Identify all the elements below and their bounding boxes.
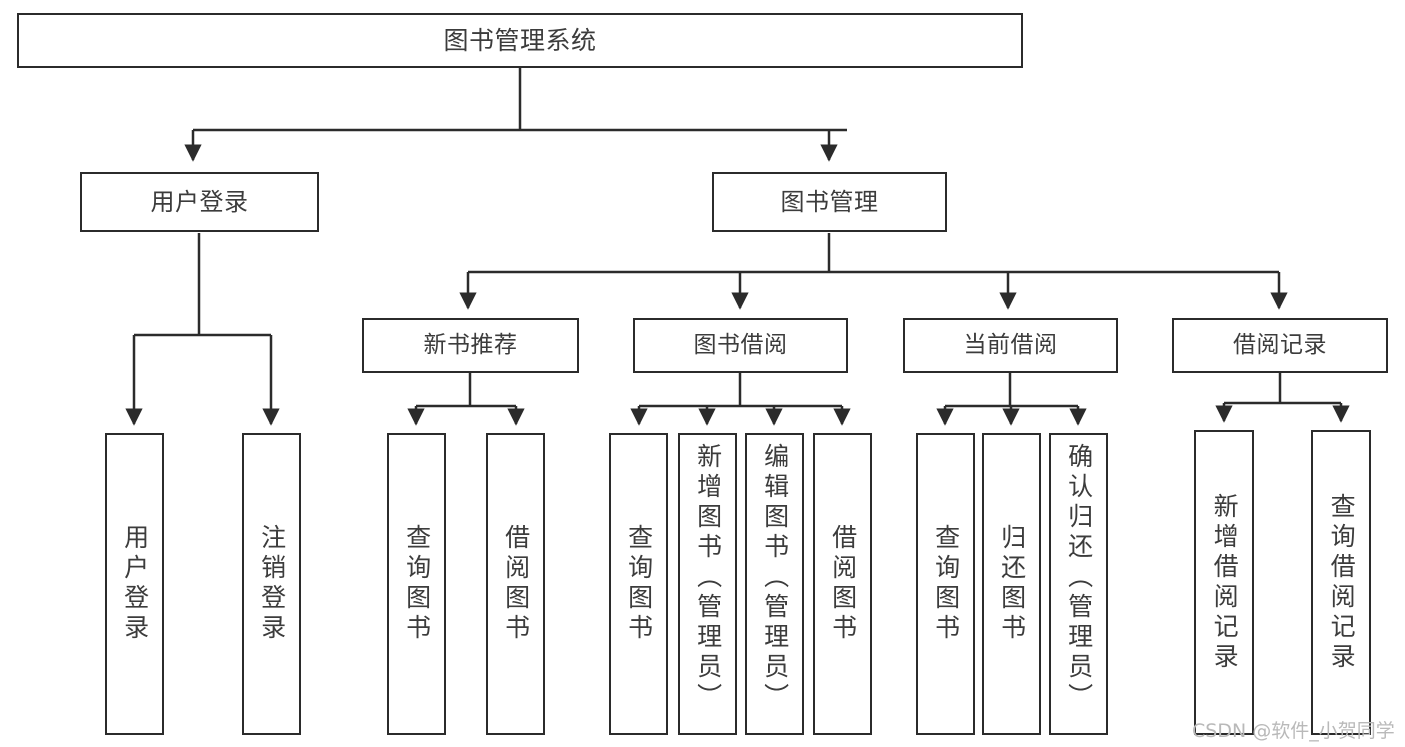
leaf-return-book[interactable]: 归还图书	[982, 433, 1041, 735]
leaf-return-book-label: 归还图书	[997, 524, 1027, 644]
node-current-borrow-label: 当前借阅	[963, 332, 1058, 359]
leaf-edit-book-admin[interactable]: 编辑图书（管理员）	[745, 433, 804, 735]
node-book-borrow[interactable]: 图书借阅	[633, 318, 848, 373]
node-book-management[interactable]: 图书管理	[712, 172, 947, 232]
node-borrow-record[interactable]: 借阅记录	[1172, 318, 1388, 373]
leaf-query-book-current-label: 查询图书	[931, 524, 961, 644]
node-new-book-recommend-label: 新书推荐	[423, 332, 518, 359]
node-book-management-label: 图书管理	[780, 188, 879, 216]
leaf-add-book-admin-label: 新增图书（管理员）	[693, 443, 723, 713]
leaf-query-book-label: 查询图书	[624, 524, 654, 644]
node-user-login-label: 用户登录	[150, 188, 249, 216]
leaf-query-book[interactable]: 查询图书	[609, 433, 668, 735]
leaf-add-book-admin[interactable]: 新增图书（管理员）	[678, 433, 737, 735]
leaf-borrow-book[interactable]: 借阅图书	[813, 433, 872, 735]
node-root[interactable]: 图书管理系统	[17, 13, 1023, 68]
leaf-logout-label: 注销登录	[257, 524, 287, 644]
node-root-label: 图书管理系统	[443, 25, 597, 55]
leaf-confirm-return-admin[interactable]: 确认归还（管理员）	[1049, 433, 1108, 735]
leaf-query-borrow-record-label: 查询借阅记录	[1327, 492, 1357, 673]
node-book-borrow-label: 图书借阅	[693, 332, 788, 359]
leaf-edit-book-admin-label: 编辑图书（管理员）	[760, 443, 790, 713]
node-user-login[interactable]: 用户登录	[80, 172, 319, 232]
leaf-borrow-book-label: 借阅图书	[828, 524, 858, 644]
leaf-query-book-recommend[interactable]: 查询图书	[387, 433, 446, 735]
leaf-confirm-return-admin-label: 确认归还（管理员）	[1064, 443, 1094, 713]
leaf-borrow-book-recommend-label: 借阅图书	[501, 524, 531, 644]
leaf-borrow-book-recommend[interactable]: 借阅图书	[486, 433, 545, 735]
leaf-query-book-current[interactable]: 查询图书	[916, 433, 975, 735]
leaf-query-borrow-record[interactable]: 查询借阅记录	[1311, 430, 1371, 735]
leaf-query-book-recommend-label: 查询图书	[402, 524, 432, 644]
watermark: CSDN @软件_小贺同学	[1192, 720, 1395, 742]
leaf-add-borrow-record[interactable]: 新增借阅记录	[1194, 430, 1254, 735]
leaf-user-login-label: 用户登录	[120, 524, 150, 644]
leaf-logout[interactable]: 注销登录	[242, 433, 301, 735]
node-new-book-recommend[interactable]: 新书推荐	[362, 318, 579, 373]
node-current-borrow[interactable]: 当前借阅	[903, 318, 1118, 373]
leaf-user-login[interactable]: 用户登录	[105, 433, 164, 735]
node-borrow-record-label: 借阅记录	[1233, 332, 1327, 359]
leaf-add-borrow-record-label: 新增借阅记录	[1210, 492, 1240, 673]
